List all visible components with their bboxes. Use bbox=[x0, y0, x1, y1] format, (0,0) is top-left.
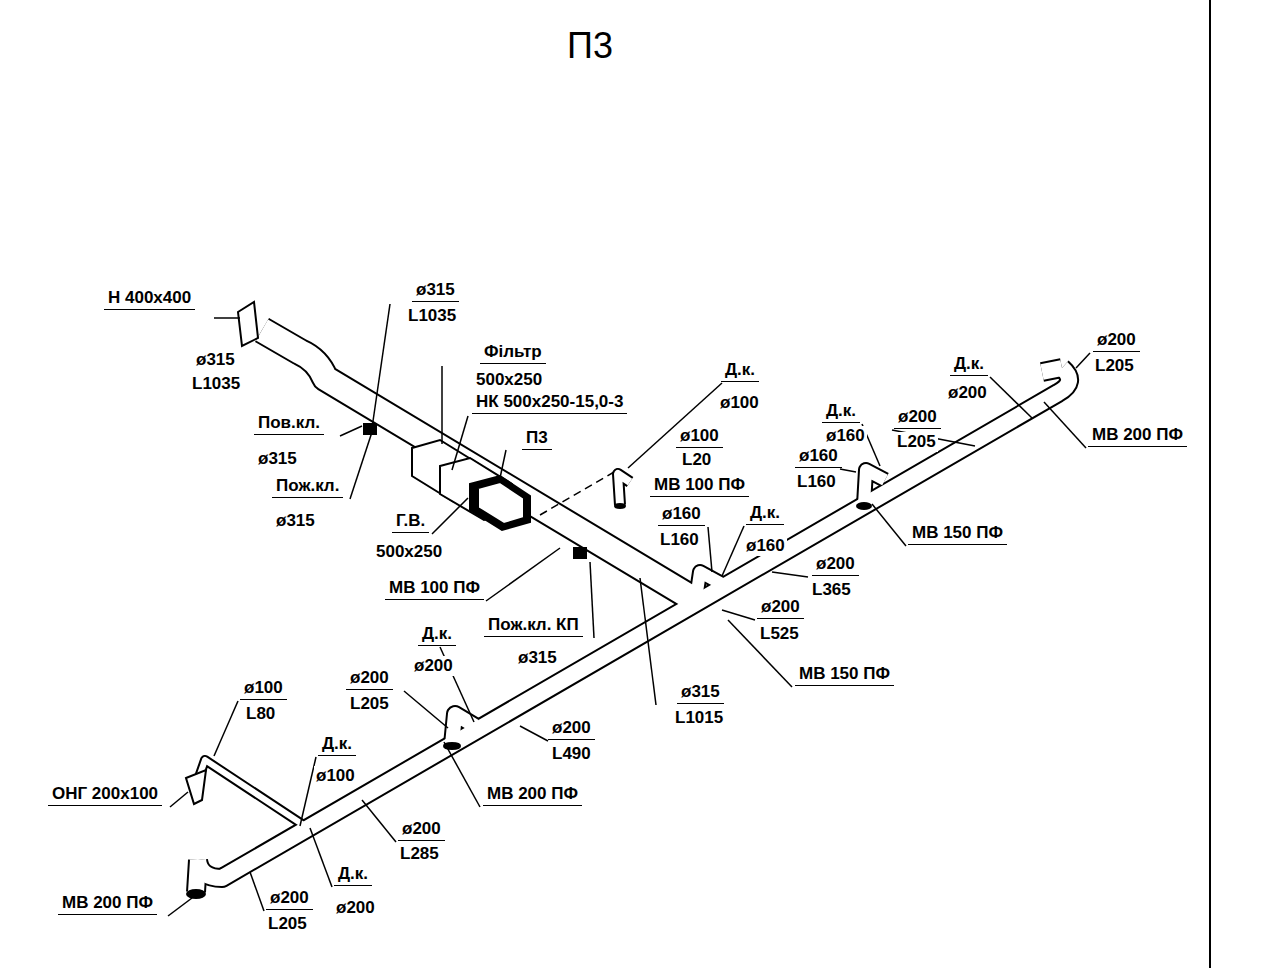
duct-label: ø200 bbox=[346, 668, 393, 690]
duct-label: ø200 bbox=[1093, 330, 1140, 352]
duct-label: Н 400х400 bbox=[104, 288, 195, 310]
duct-label: П3 bbox=[522, 428, 552, 450]
duct-label: L1015 bbox=[673, 708, 725, 728]
duct-label: L20 bbox=[680, 450, 713, 470]
duct-label: L205 bbox=[895, 432, 938, 452]
duct-label: МВ 100 ПФ bbox=[385, 578, 484, 600]
duct-label: ø315 bbox=[256, 449, 299, 469]
duct-label: ø315 bbox=[194, 350, 237, 370]
duct-label: МВ 200 ПФ bbox=[1088, 425, 1187, 447]
duct-label: L160 bbox=[658, 530, 701, 550]
duct-label: ø200 bbox=[548, 718, 595, 740]
duct-label: L205 bbox=[1093, 356, 1136, 376]
duct-label: ø200 bbox=[946, 383, 989, 403]
duct-label: Д.к. bbox=[746, 503, 784, 525]
duct-label: L525 bbox=[758, 624, 801, 644]
duct-label: МВ 150 ПФ bbox=[908, 523, 1007, 545]
duct-label: Д.к. bbox=[721, 360, 759, 382]
duct-label: 500x250 bbox=[474, 370, 544, 390]
duct-label: ø200 bbox=[894, 407, 941, 429]
duct-label: МВ 200 ПФ bbox=[58, 893, 157, 915]
duct-label: L160 bbox=[795, 472, 838, 492]
duct-label: L490 bbox=[550, 744, 593, 764]
sheet-title: П3 bbox=[567, 26, 613, 66]
duct-label: ø200 bbox=[266, 888, 313, 910]
duct-label: L80 bbox=[244, 704, 277, 724]
duct-label: ø160 bbox=[795, 446, 842, 468]
duct-label: Д.к. bbox=[334, 864, 372, 886]
duct-label: Пов.кл. bbox=[254, 413, 324, 435]
duct-label: ø315 bbox=[274, 511, 317, 531]
duct-label: ø160 bbox=[658, 504, 705, 526]
duct-label: ø100 bbox=[676, 426, 723, 448]
duct-label: ОНГ 200х100 bbox=[48, 784, 162, 806]
duct-label: 500х250 bbox=[374, 542, 444, 562]
duct-label: ø315 bbox=[412, 280, 459, 302]
duct-label: L205 bbox=[348, 694, 391, 714]
duct-label: ø315 bbox=[677, 682, 724, 704]
duct-label: МВ 150 ПФ bbox=[795, 664, 894, 686]
duct-label: L365 bbox=[810, 580, 853, 600]
duct-label: ø160 bbox=[744, 536, 787, 556]
duct-label: ø200 bbox=[334, 898, 377, 918]
duct-label: Д.к. bbox=[318, 734, 356, 756]
duct-label: Д.к. bbox=[822, 401, 860, 423]
duct-label: ø160 bbox=[824, 426, 867, 446]
duct-label: ø315 bbox=[516, 648, 559, 668]
duct-label: ø200 bbox=[757, 597, 804, 619]
duct-label: L1035 bbox=[190, 374, 242, 394]
duct-label: Д.к. bbox=[418, 624, 456, 646]
duct-label: Д.к. bbox=[950, 354, 988, 376]
duct-label: МВ 100 ПФ bbox=[650, 475, 749, 497]
duct-label: Пож.кл. КП bbox=[484, 615, 583, 637]
duct-label: МВ 200 ПФ bbox=[483, 784, 582, 806]
duct-label: ø200 bbox=[412, 656, 455, 676]
duct-label: ø100 bbox=[718, 393, 761, 413]
frame-line bbox=[1209, 0, 1211, 968]
duct-label: Фільтр bbox=[480, 342, 546, 364]
duct-label: ø100 bbox=[314, 766, 357, 786]
duct-label: ø200 bbox=[812, 554, 859, 576]
duct-label: Пож.кл. bbox=[272, 476, 343, 498]
duct-label: ø200 bbox=[398, 819, 445, 841]
duct-label: НК 500x250-15,0-3 bbox=[472, 392, 627, 414]
duct-label: L205 bbox=[266, 914, 309, 934]
duct-label: Г.В. bbox=[392, 511, 429, 533]
duct-label: L285 bbox=[398, 844, 441, 864]
duct-label: L1035 bbox=[406, 306, 458, 326]
duct-label: ø100 bbox=[240, 678, 287, 700]
